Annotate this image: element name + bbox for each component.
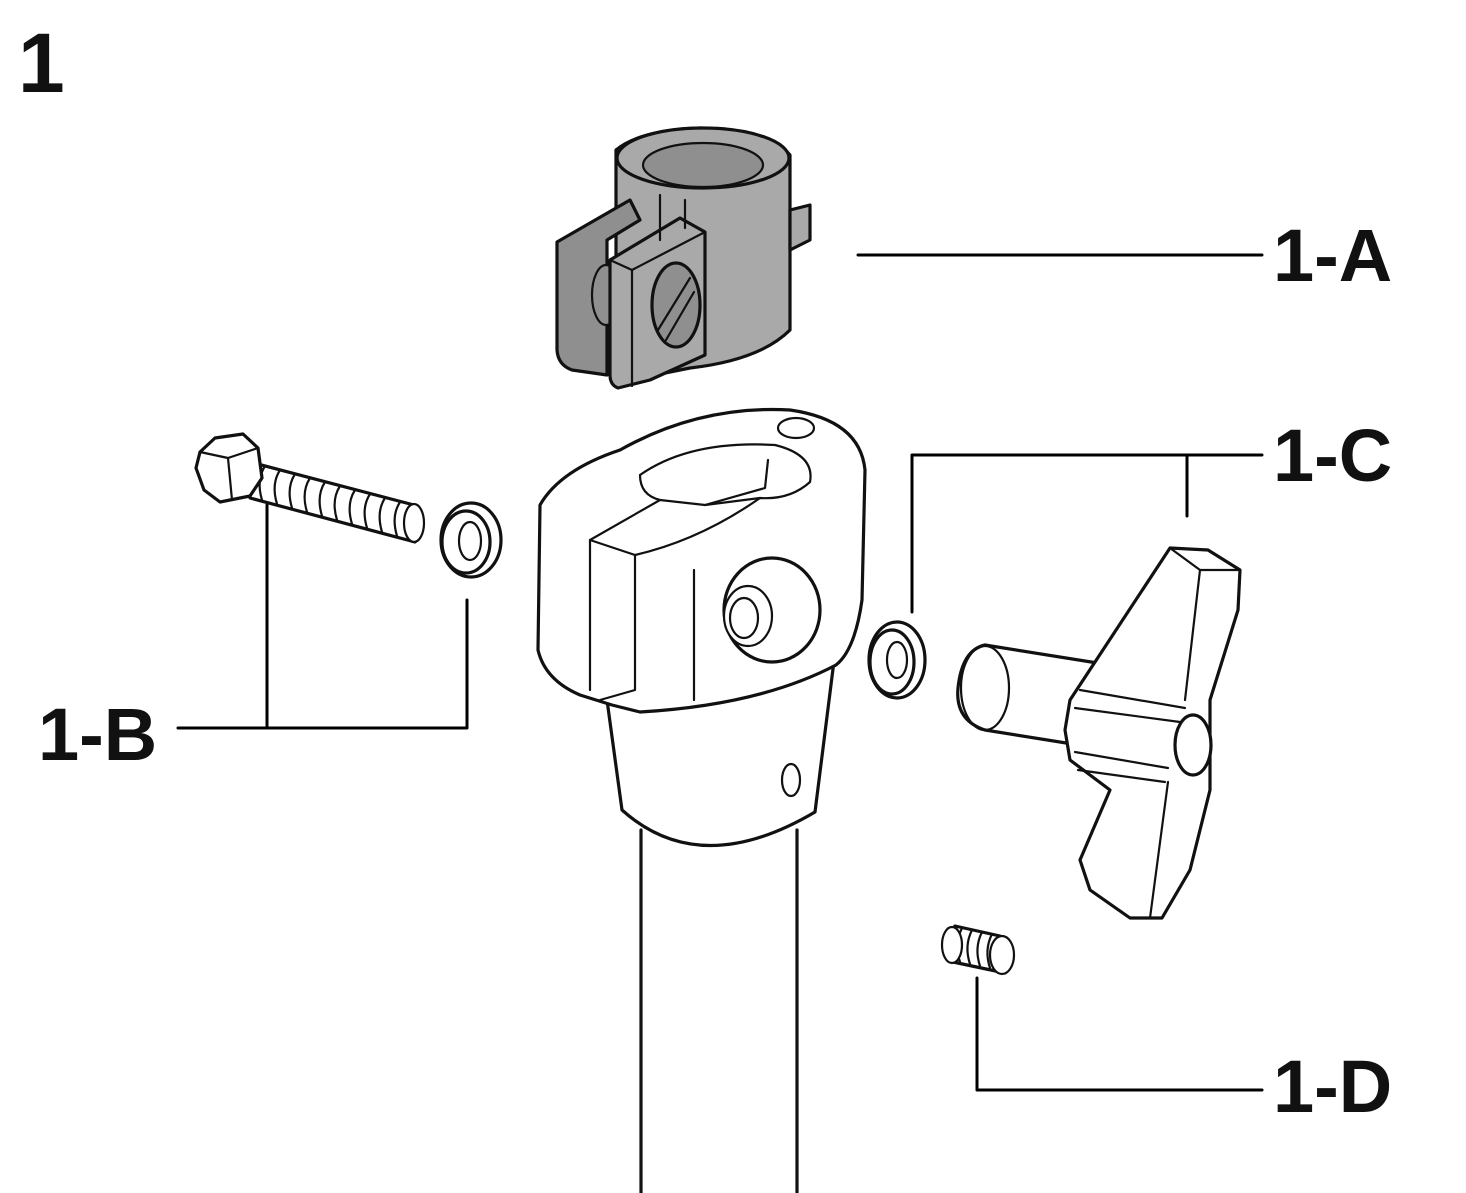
leader-1d: [975, 976, 1264, 1092]
clamp-housing: [536, 407, 867, 848]
set-screw: [940, 924, 1016, 976]
wing-knob: [956, 546, 1242, 920]
insert-part-1a: [555, 126, 812, 390]
callout-1d: 1-D: [1273, 1045, 1392, 1128]
step-number: 1: [18, 16, 65, 110]
hex-bolt: [194, 432, 426, 544]
leader-lines: [176, 253, 1264, 1092]
callout-1b: 1-B: [38, 693, 157, 776]
callout-1a: 1-A: [1273, 214, 1392, 297]
leader-1b: [176, 598, 469, 730]
leader-1c: [910, 453, 1264, 614]
washer-1c: [867, 620, 927, 700]
pole-tube: [639, 828, 799, 1193]
washer-1b: [439, 501, 503, 579]
callout-1c: 1-C: [1273, 414, 1392, 497]
